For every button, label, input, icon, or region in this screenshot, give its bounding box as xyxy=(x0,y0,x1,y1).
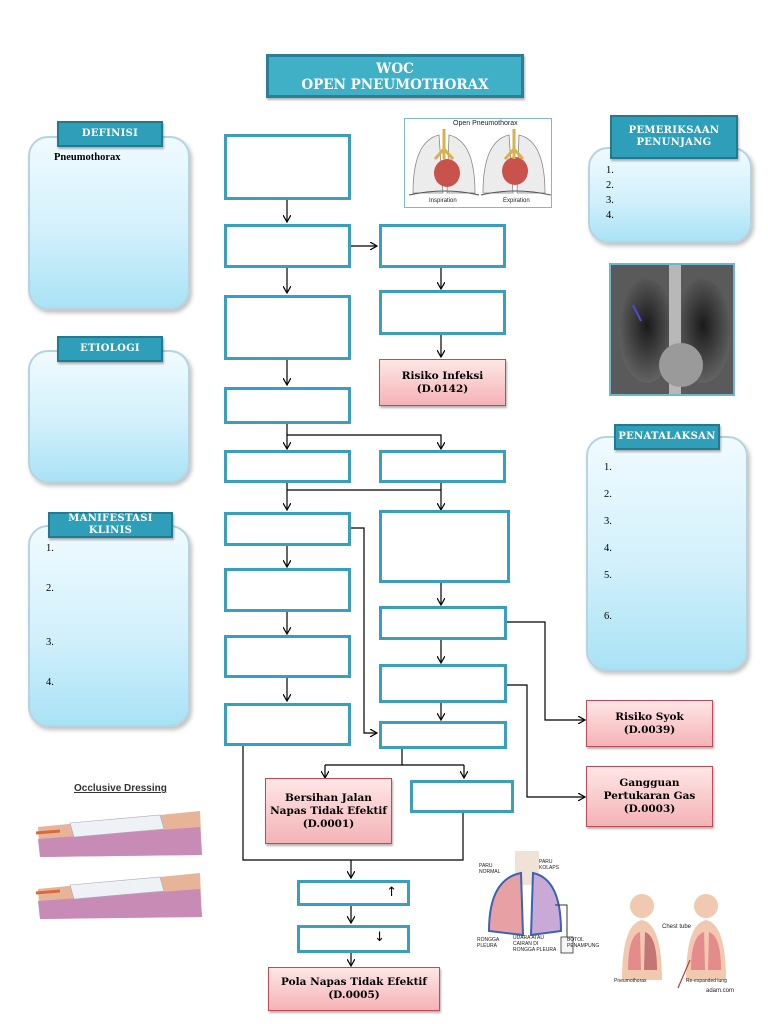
gangguan-line2: Pertukaran Gas xyxy=(603,790,696,802)
expiration-label: Expiration xyxy=(503,198,530,204)
lungs-icon xyxy=(408,129,551,196)
flow-box-r4 xyxy=(379,510,510,583)
penatalaksan-item-5: 5. xyxy=(604,570,612,581)
pemeriksaan-label-2: PENUNJANG xyxy=(636,137,712,148)
dressing-title: Occlusive Dressing xyxy=(74,783,167,794)
manifestasi-item-3: 3. xyxy=(46,637,54,648)
flow-box-5 xyxy=(224,450,351,483)
flow-box-increase: ↑ xyxy=(297,880,410,906)
bersihan-line1: Bersihan Jalan xyxy=(285,791,372,804)
penatalaksan-tab: PENATALAKSAN xyxy=(614,424,720,450)
flow-box-1 xyxy=(224,134,351,200)
gangguan-code: (D.0003) xyxy=(623,803,676,815)
penatalaksan-item-1: 1. xyxy=(604,462,612,473)
bersihan-code: (D.0001) xyxy=(302,817,355,830)
chest-tube-label: Chest tube xyxy=(662,924,692,930)
paru-kolaps-label: PARU KOLAPS xyxy=(539,859,560,871)
bersihan-line2: Napas Tidak Efektif xyxy=(270,804,387,817)
manifestasi-item-4: 4. xyxy=(46,677,54,688)
penatalaksan-item-6: 6. xyxy=(604,611,612,622)
manifestasi-item-1: 1. xyxy=(46,543,54,554)
drainage-lungs-icon xyxy=(487,851,574,954)
occlusive-dressing-illustration: Occlusive Dressing xyxy=(30,783,206,923)
diagnosis-risiko-syok: Risiko Syok (D.0039) xyxy=(586,700,713,747)
flow-box-r3 xyxy=(379,450,506,483)
chest-tube-icon xyxy=(622,894,726,989)
pemeriksaan-item-1: 1. xyxy=(606,165,614,176)
definisi-tab: DEFINISI xyxy=(57,121,163,147)
flow-box-3 xyxy=(224,295,351,360)
paru-normal-label: PARU NORMAL xyxy=(479,863,501,875)
pemeriksaan-tab: PEMERIKSAAN PENUNJANG xyxy=(610,115,738,159)
adam-credit: adam.com xyxy=(706,988,735,994)
penatalaksan-item-3: 3. xyxy=(604,516,612,527)
pneumothorax-label: Pneumothorax xyxy=(614,978,647,984)
gangguan-line1: Gangguan xyxy=(619,777,680,789)
etiologi-panel xyxy=(28,350,190,483)
title-line1: WOC xyxy=(376,61,414,77)
rongga-pleura-label: RONGGA PLEURA xyxy=(477,937,499,949)
flow-box-r7 xyxy=(379,721,507,749)
diagnosis-risiko-infeksi: Risiko Infeksi (D.0142) xyxy=(379,359,506,406)
reexpanded-label: Re-expanded lung xyxy=(686,978,727,984)
flow-box-8 xyxy=(224,635,351,678)
manifestasi-tab: MANIFESTASI KLINIS xyxy=(48,512,173,538)
pemeriksaan-item-3: 3. xyxy=(606,195,614,206)
down-arrow-icon: ↓ xyxy=(374,930,385,945)
flow-box-9 xyxy=(224,703,351,746)
flow-box-r1 xyxy=(379,224,506,268)
chest-drainage-illustration: PARU NORMAL PARU KOLAPS RONGGA PLEURA UD… xyxy=(477,845,601,965)
diagnosis-bersihan-jalan-napas: Bersihan Jalan Napas Tidak Efektif (D.00… xyxy=(265,778,392,844)
flow-box-7 xyxy=(224,568,351,612)
flow-box-decrease: ↓ xyxy=(297,925,410,953)
risiko-syok-name: Risiko Syok xyxy=(615,710,684,723)
flow-box-r2 xyxy=(379,290,506,335)
pemeriksaan-item-4: 4. xyxy=(606,210,614,221)
risiko-infeksi-code: (D.0142) xyxy=(416,382,469,395)
up-arrow-icon: ↑ xyxy=(386,885,397,900)
penatalaksan-item-4: 4. xyxy=(604,543,612,554)
flow-box-6 xyxy=(224,512,351,546)
udara-label: UDARA ATAU CAIRAN DI RONGGA PLEURA xyxy=(513,935,557,953)
manifestasi-panel: 1. 2. 3. 4. xyxy=(28,525,190,727)
dressing-icon xyxy=(35,811,202,919)
pola-code: (D.0005) xyxy=(328,989,380,1001)
chest-xray-image xyxy=(609,263,735,396)
inspiration-label: Inspiration xyxy=(429,198,457,204)
risiko-infeksi-name: Risiko Infeksi xyxy=(401,369,484,382)
penatalaksan-item-2: 2. xyxy=(604,489,612,500)
flow-box-r5 xyxy=(379,606,507,640)
title-line2: OPEN PNEUMOTHORAX xyxy=(301,77,489,93)
diagnosis-gangguan-pertukaran-gas: Gangguan Pertukaran Gas (D.0003) xyxy=(586,766,713,827)
illustration-title: Open Pneumothorax xyxy=(453,120,518,127)
pemeriksaan-item-2: 2. xyxy=(606,180,614,191)
xray-icon xyxy=(611,265,733,394)
etiologi-tab: ETIOLOGI xyxy=(57,336,163,362)
open-pneumothorax-illustration: Open Pneumothorax Inspiration Expiration xyxy=(404,118,552,208)
botol-label: BOTOL PENAMPUNG xyxy=(567,937,600,949)
flow-box-4 xyxy=(224,387,351,424)
diagnosis-pola-napas: Pola Napas Tidak Efektif (D.0005) xyxy=(268,967,440,1011)
penatalaksan-panel: 1. 2. 3. 4. 5. 6. xyxy=(586,436,748,671)
pemeriksaan-panel: 1. 2. 3. 4. xyxy=(588,147,752,243)
page-title: WOC OPEN PNEUMOTHORAX xyxy=(266,54,524,98)
flow-box-2 xyxy=(224,224,351,268)
definisi-text: Pneumothorax xyxy=(54,152,121,163)
manifestasi-item-2: 2. xyxy=(46,583,54,594)
definisi-panel: Pneumothorax xyxy=(28,136,190,310)
chest-tube-illustration: Chest tube Pneumothorax Re-expanded lung… xyxy=(614,890,744,998)
risiko-syok-code: (D.0039) xyxy=(623,723,676,736)
pola-line1: Pola Napas Tidak Efektif xyxy=(281,976,427,988)
flow-box-r6 xyxy=(379,664,507,703)
flow-box-r8 xyxy=(410,780,514,813)
pemeriksaan-label-1: PEMERIKSAAN xyxy=(628,125,720,136)
